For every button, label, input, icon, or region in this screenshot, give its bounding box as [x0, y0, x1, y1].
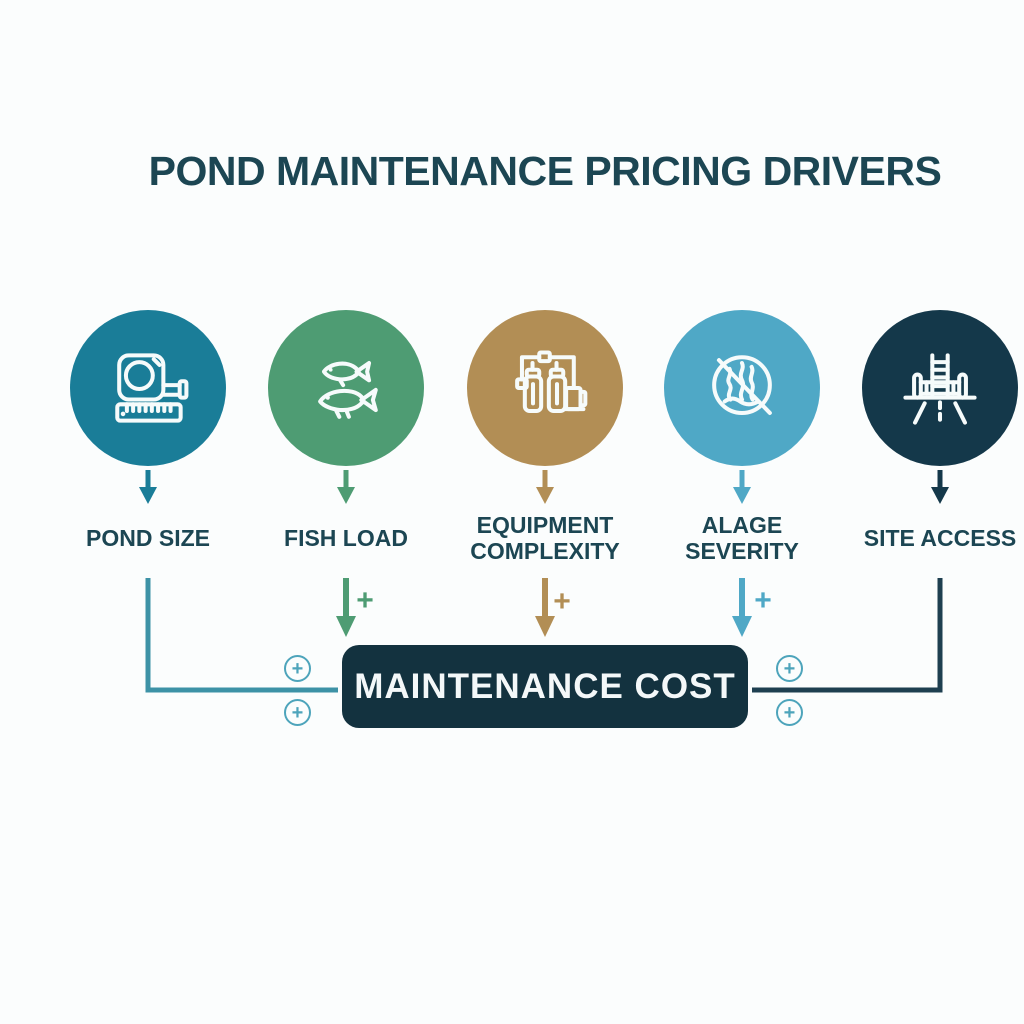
circled-plus-icon: + — [284, 655, 311, 682]
pond-size-connector-line — [145, 578, 338, 693]
driver-label-fish-load: FISH LOAD — [284, 525, 408, 551]
driver-label-equipment-complexity: EQUIPMENT COMPLEXITY — [470, 512, 620, 564]
fish-icon — [318, 361, 378, 419]
equipment-arrow — [535, 578, 555, 637]
pond-size-circle — [70, 310, 226, 466]
plus-icon: + — [356, 584, 374, 617]
down-arrow-icon — [139, 470, 157, 504]
equipment-complexity-circle — [467, 310, 623, 466]
down-arrow-icon — [536, 470, 554, 504]
algae-severity-circle — [664, 310, 820, 466]
driver-label-site-access: SITE ACCESS — [863, 525, 1017, 551]
fish-load-circle — [268, 310, 424, 466]
maintenance-cost-label: MAINTENANCE COST — [354, 666, 736, 706]
tape-measure-icon — [115, 353, 189, 423]
fish-load-arrow — [336, 578, 356, 637]
filtration-equipment-icon — [515, 350, 588, 414]
maintenance-cost-box: MAINTENANCE COST — [342, 645, 748, 728]
plus-icon: + — [553, 585, 571, 618]
algae-arrow — [732, 578, 752, 637]
circled-plus-icon: + — [776, 655, 803, 682]
driver-label-pond-size: POND SIZE — [86, 525, 210, 551]
page-title: POND MAINTENANCE PRICING DRIVERS — [148, 148, 942, 194]
driver-label-algae-severity: ALAGE SEVERITY — [685, 512, 799, 564]
down-arrow-icon — [733, 470, 751, 504]
plus-icon: + — [754, 584, 772, 617]
circled-plus-icon: + — [776, 699, 803, 726]
down-arrow-icon — [337, 470, 355, 504]
no-algae-icon — [712, 355, 772, 415]
site-access-circle — [862, 310, 1018, 466]
circled-plus-icon: + — [284, 699, 311, 726]
down-arrow-icon — [931, 470, 949, 504]
site-access-icon — [903, 353, 977, 425]
site-access-connector-line — [752, 578, 943, 693]
